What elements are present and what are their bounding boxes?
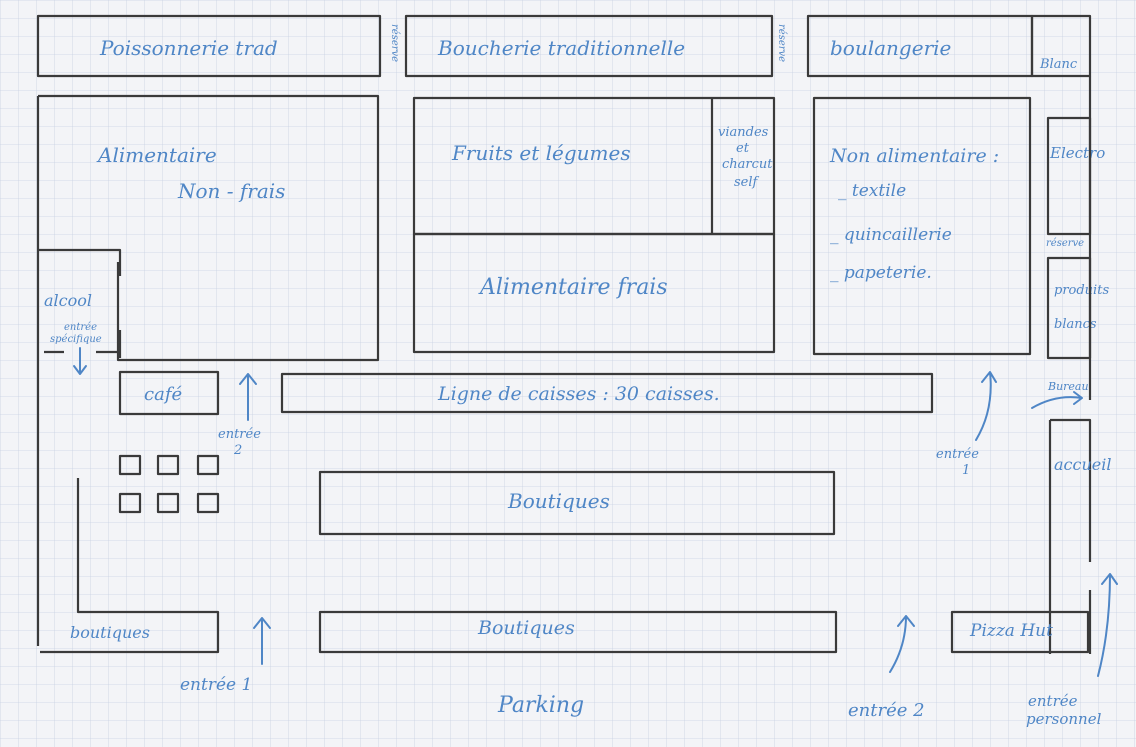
square-table-icon — [156, 454, 180, 476]
boucherie-zone — [404, 14, 774, 78]
label-produits: produits — [1054, 283, 1109, 298]
hand-drawn-arrow-icon — [253, 617, 271, 665]
label-viandes-1: viandes — [718, 125, 769, 140]
label-quincaillerie: _ quincaillerie — [830, 225, 952, 245]
hand-drawn-arrow-icon — [1097, 573, 1118, 677]
boutiques-bottom-zone — [318, 610, 838, 654]
cafe-zone — [118, 370, 220, 416]
label-boulangerie: boulangerie — [830, 36, 951, 60]
label-viandes-3: charcut — [722, 157, 773, 172]
label-entree-2: entrée 2 — [848, 700, 925, 721]
label-bureau: Bureau — [1047, 380, 1089, 393]
hand-drawn-arrow-icon — [1031, 391, 1083, 409]
label-alimentaire-frais: Alimentaire frais — [478, 275, 668, 300]
hand-drawn-arrow-icon — [889, 615, 915, 673]
square-table-icon — [118, 492, 142, 514]
label-entree-inner-2a: entrée — [218, 427, 261, 442]
label-entree-inner-1a: entrée — [936, 447, 979, 462]
label-blancs: blancs — [1054, 317, 1097, 332]
alimentaire-frais-zone — [412, 232, 776, 354]
label-fruits-legumes: Fruits et légumes — [451, 141, 631, 165]
label-textile: _ textile — [838, 181, 906, 201]
square-table-icon — [156, 492, 180, 514]
label-cafe: café — [144, 384, 182, 405]
label-entree-specifique-1: entrée — [64, 322, 97, 333]
poissonnerie-zone — [36, 14, 382, 78]
label-parking: Parking — [497, 693, 584, 718]
label-blanc: Blanc — [1039, 57, 1078, 72]
label-non-alimentaire: Non alimentaire : — [829, 145, 999, 167]
label-entree-inner-1b: 1 — [962, 463, 970, 478]
alimentaire-non-frais-zone — [38, 94, 380, 362]
label-boucherie: Boucherie traditionnelle — [437, 36, 685, 60]
pizza-hut-zone — [950, 610, 1090, 654]
blanc-zone — [1030, 14, 1092, 78]
label-poissonnerie: Poissonnerie trad — [99, 36, 278, 60]
boutiques-center-zone — [318, 470, 836, 536]
non-alimentaire-zone — [812, 96, 1032, 356]
boutiques-left-zone — [40, 478, 220, 654]
label-alcool: alcool — [44, 291, 92, 310]
label-entree-personnel-1: entrée — [1028, 692, 1078, 710]
label-reserve-1: réserve — [389, 24, 400, 62]
label-non-frais: Non - frais — [177, 179, 285, 203]
label-entree-specifique-2: spécifique — [50, 334, 102, 345]
accueil-zone — [1050, 418, 1092, 562]
label-viandes-2: et — [736, 141, 750, 156]
hand-drawn-arrow-icon — [975, 371, 997, 441]
label-accueil: accueil — [1054, 455, 1111, 474]
alcool-zone-wall — [38, 248, 122, 276]
label-entree-1: entrée 1 — [180, 675, 252, 695]
square-table-icon — [118, 454, 142, 476]
square-table-icon — [196, 454, 220, 476]
label-caisses: Ligne de caisses : 30 caisses. — [437, 383, 720, 405]
square-table-icon — [196, 492, 220, 514]
label-papeterie: _ papeterie. — [830, 263, 932, 283]
label-electro: Electro — [1049, 144, 1105, 162]
label-pizza-hut: Pizza Hut — [969, 621, 1053, 641]
label-reserve-2: réserve — [776, 24, 787, 62]
caisses-zone — [280, 372, 934, 414]
label-boutiques-center: Boutiques — [507, 489, 610, 513]
hand-drawn-arrow-icon — [73, 347, 87, 375]
label-alimentaire: Alimentaire — [96, 143, 217, 167]
label-entree-inner-2b: 2 — [233, 443, 242, 458]
label-reserve-3: réserve — [1046, 238, 1084, 249]
hand-drawn-arrow-icon — [239, 373, 257, 421]
label-boutiques-bottom: Boutiques — [477, 617, 575, 639]
label-entree-personnel-2: personnel — [1026, 710, 1102, 728]
label-viandes-4: self — [734, 175, 760, 190]
label-boutiques-left: boutiques — [70, 623, 150, 642]
